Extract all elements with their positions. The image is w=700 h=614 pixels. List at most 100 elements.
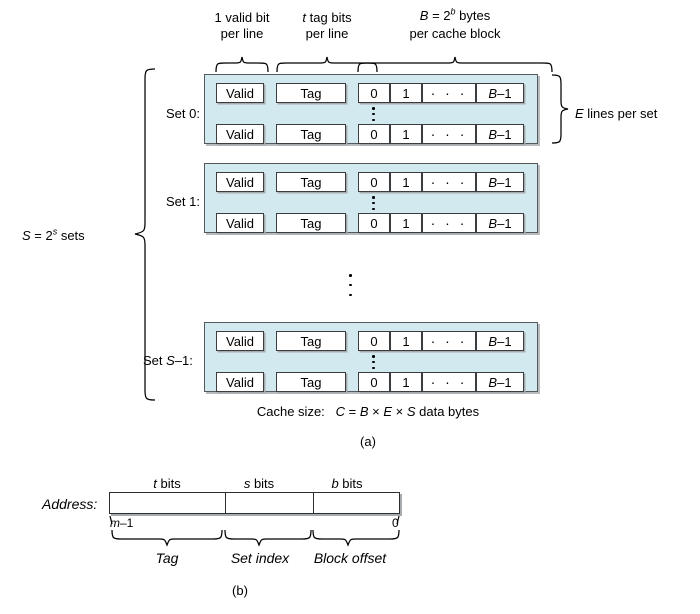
b-bits-symbol: b <box>331 476 339 491</box>
address-msb-index: m–1 <box>110 516 133 531</box>
set-panel-1: Valid Tag 0 1 · · · B–1 Valid Tag 0 1 · … <box>204 163 538 233</box>
header-tag-bits-text: tag bits <box>306 10 352 25</box>
set1-line1-byte-last: B–1 <box>476 213 524 233</box>
lines-symbol-e: E <box>575 106 584 121</box>
msb-rest: –1 <box>120 516 134 530</box>
brace-right-lines-icon <box>551 74 569 144</box>
tag-text: Tag <box>300 333 322 349</box>
valid-text: Valid <box>226 333 254 349</box>
brace-top-tag-icon <box>276 56 378 73</box>
header-tag-bits-symbol: t <box>302 10 307 25</box>
byte1-text: 1 <box>402 333 410 349</box>
cache-size-equals: = <box>345 404 360 419</box>
sets-symbol-s: S <box>22 228 31 243</box>
tag-text: Tag <box>300 85 322 101</box>
part-a-label-text: (a) <box>360 434 376 449</box>
setlast-line1-byte-0: 0 <box>358 372 390 392</box>
cache-size-s: S <box>406 404 416 419</box>
address-label-text: Address: <box>42 496 98 512</box>
valid-text: Valid <box>226 126 254 142</box>
address-header-t-bits: t bits <box>153 476 180 491</box>
cache-size-c: C <box>335 404 346 419</box>
address-brace-label-block-offset: Block offset <box>314 551 386 566</box>
header-tag-bits-line1: t tag bits <box>302 10 351 25</box>
cache-size-caption: Cache size: C = B × E × S data bytes <box>257 404 479 419</box>
setlast-line0-byte-ellipsis: · · · <box>422 331 476 351</box>
set-group-ellipsis <box>349 274 352 296</box>
set0-line0-byte-ellipsis: · · · <box>422 83 476 103</box>
sets-equals: = 2 <box>30 228 53 243</box>
byte1-text: 1 <box>402 85 410 101</box>
brace-label-set-index-text: Set index <box>230 550 290 566</box>
header-block-equals: = 2 <box>428 8 451 23</box>
set0-line1-tag: Tag <box>276 124 346 144</box>
set1-line1-byte-0: 0 <box>358 213 390 233</box>
brace-top-valid-icon <box>215 56 269 73</box>
set1-line1-tag: Tag <box>276 213 346 233</box>
setlast-line1-valid: Valid <box>216 372 264 392</box>
sets-text: sets <box>57 228 85 243</box>
byte0-text: 0 <box>370 333 378 349</box>
cache-size-b: B <box>359 404 369 419</box>
header-valid-bit-subtext: per line <box>220 26 264 41</box>
t-bits-symbol: t <box>153 476 157 491</box>
header-valid-bit-text: 1 valid bit <box>214 10 270 25</box>
byte0-text: 0 <box>370 85 378 101</box>
byte-last-symbol: B <box>488 374 498 390</box>
valid-text: Valid <box>226 374 254 390</box>
byte-ellipsis-text: · · · <box>430 174 468 190</box>
s-bits-text: bits <box>250 476 275 491</box>
set0-line1-byte-ellipsis: · · · <box>422 124 476 144</box>
byte-ellipsis-text: · · · <box>430 333 468 349</box>
valid-text: Valid <box>226 174 254 190</box>
header-block-bytes-subtext: per cache block <box>409 26 501 41</box>
set1-line0-byte-ellipsis: · · · <box>422 172 476 192</box>
lsb-text: 0 <box>392 516 399 530</box>
brace-label-block-offset-text: Block offset <box>313 550 387 566</box>
set1-line1-valid: Valid <box>216 213 264 233</box>
setlast-line-ellipsis <box>372 355 375 369</box>
address-brace-label-tag: Tag <box>156 551 179 566</box>
setlast-line0-byte-last: B–1 <box>476 331 524 351</box>
brace-label-tag-text: Tag <box>155 550 179 566</box>
b-bits-text: bits <box>338 476 363 491</box>
header-block-symbol-b: B <box>419 8 429 23</box>
byte-ellipsis-text: · · · <box>430 126 468 142</box>
byte-last-rest: –1 <box>497 126 512 142</box>
byte1-text: 1 <box>402 374 410 390</box>
byte-last-symbol: B <box>488 215 498 231</box>
set1-line0-valid: Valid <box>216 172 264 192</box>
address-header-s-bits: s bits <box>244 476 274 491</box>
header-valid-bit-line2: per line <box>221 26 264 41</box>
tag-text: Tag <box>300 174 322 190</box>
byte-last-rest: –1 <box>497 374 512 390</box>
valid-text: Valid <box>226 85 254 101</box>
header-tag-bits-line2: per line <box>306 26 349 41</box>
set1-line1-byte-ellipsis: · · · <box>422 213 476 233</box>
part-b-label: (b) <box>232 583 248 598</box>
brace-addr-blockoffset-icon <box>312 529 400 547</box>
setlast-line0-valid: Valid <box>216 331 264 351</box>
byte-last-symbol: B <box>488 333 498 349</box>
byte1-text: 1 <box>402 126 410 142</box>
header-block-exponent: b <box>450 6 456 17</box>
set0-line0-byte-last: B–1 <box>476 83 524 103</box>
s-bits-symbol: s <box>243 476 251 491</box>
part-a-label: (a) <box>360 434 376 449</box>
byte0-text: 0 <box>370 174 378 190</box>
set1-line1-byte-1: 1 <box>390 213 422 233</box>
setlast-line0-byte-0: 0 <box>358 331 390 351</box>
header-block-bytes-line2: per cache block <box>409 26 500 41</box>
byte-last-symbol: B <box>488 174 498 190</box>
cache-size-times-1: × <box>368 404 384 419</box>
set1-line-ellipsis <box>372 196 375 210</box>
byte0-text: 0 <box>370 215 378 231</box>
byte1-text: 1 <box>402 215 410 231</box>
set-label-0: Set 0: <box>166 106 200 121</box>
byte0-text: 0 <box>370 374 378 390</box>
header-block-bytes-line1: B = 2b bytes <box>419 6 490 23</box>
byte-last-rest: –1 <box>497 85 512 101</box>
setlast-line1-byte-last: B–1 <box>476 372 524 392</box>
set-panel-last: Valid Tag 0 1 · · · B–1 Valid Tag 0 1 · … <box>204 322 538 392</box>
